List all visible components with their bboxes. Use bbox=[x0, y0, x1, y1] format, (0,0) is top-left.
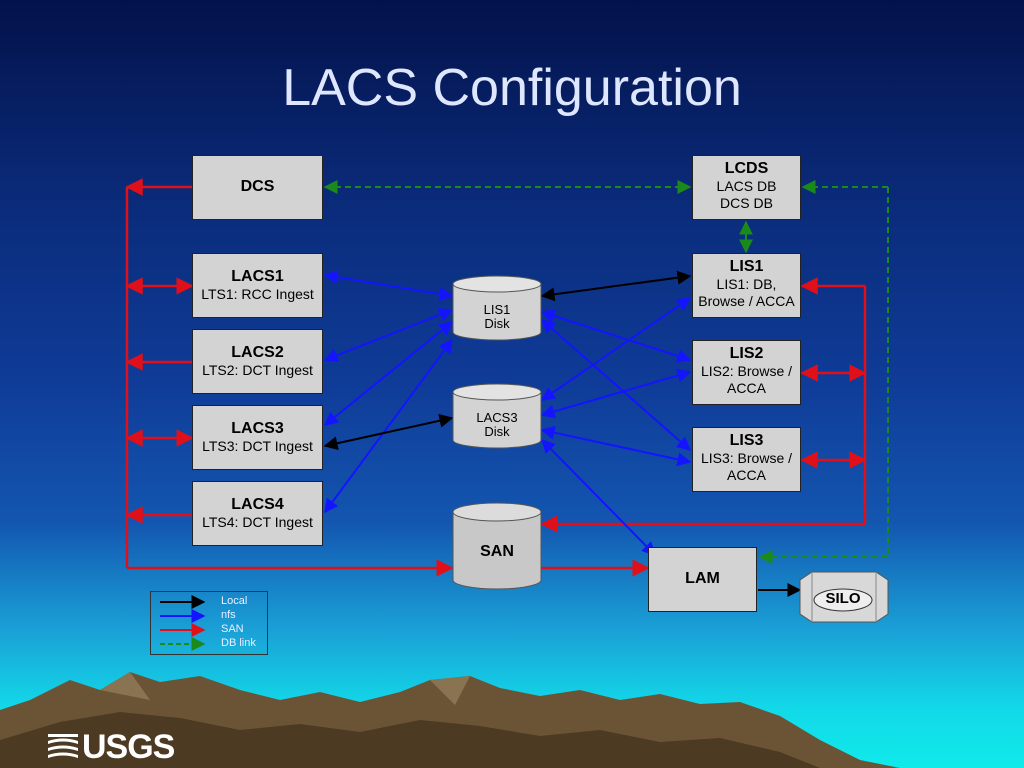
lacs1-desc: LTS1: RCC Ingest bbox=[201, 286, 314, 302]
lacs2-label: LACS2 bbox=[231, 344, 284, 361]
db-links bbox=[323, 180, 889, 564]
san-label: SAN bbox=[480, 543, 514, 560]
legend-db-link-label: DB link bbox=[221, 637, 256, 649]
lis1-disk-line2: Disk bbox=[484, 316, 510, 331]
lacs4-box: LACS4 LTS4: DCT Ingest bbox=[192, 481, 323, 546]
legend-nfs-label: nfs bbox=[221, 609, 236, 621]
local-links bbox=[323, 270, 802, 597]
legend-local-label: Local bbox=[221, 595, 248, 607]
lis2-line2: ACCA bbox=[727, 380, 766, 396]
lis2-line1: LIS2: Browse / bbox=[700, 363, 793, 379]
legend: Local nfs SAN DB link bbox=[150, 591, 268, 655]
lacs3-box: LACS3 LTS3: DCT Ingest bbox=[192, 405, 323, 470]
legend-san-label: SAN bbox=[221, 623, 244, 635]
lacs3-disk-cylinder bbox=[452, 383, 542, 449]
lis2-box: LIS2 LIS2: Browse / ACCA bbox=[692, 340, 801, 405]
lis1-disk-cylinder bbox=[452, 275, 542, 341]
dcs-label: DCS bbox=[240, 178, 275, 195]
silo-shape bbox=[799, 571, 889, 623]
lis1-line2: Browse / ACCA bbox=[698, 293, 795, 309]
lis1-disk-line1: LIS1 bbox=[483, 302, 511, 317]
page-title: LACS Configuration bbox=[282, 59, 742, 117]
lam-box: LAM bbox=[648, 547, 757, 612]
lis3-box: LIS3 LIS3: Browse / ACCA bbox=[692, 427, 801, 492]
lacs3-disk-label: LACS3 Disk bbox=[453, 411, 541, 439]
lis3-line2: ACCA bbox=[727, 467, 766, 483]
lcds-line2: DCS DB bbox=[720, 195, 773, 211]
lis1-disk-label: LIS1 Disk bbox=[453, 303, 541, 331]
lacs4-label: LACS4 bbox=[231, 496, 284, 513]
lacs2-box: LACS2 LTS2: DCT Ingest bbox=[192, 329, 323, 394]
lacs2-desc: LTS2: DCT Ingest bbox=[202, 362, 313, 378]
silo-label: SILO bbox=[825, 590, 861, 607]
lacs3-disk-line2: Disk bbox=[484, 424, 510, 439]
lcds-box: LCDS LACS DB DCS DB bbox=[692, 155, 801, 220]
legend-lines bbox=[160, 595, 206, 651]
san-links-left bbox=[125, 178, 650, 577]
lacs3-disk-line1: LACS3 bbox=[476, 410, 518, 425]
lacs3-desc: LTS3: DCT Ingest bbox=[202, 438, 313, 454]
lis1-line1: LIS1: DB, bbox=[716, 276, 777, 292]
lis3-label: LIS3 bbox=[729, 432, 764, 449]
lam-label: LAM bbox=[685, 570, 720, 587]
lacs1-label: LACS1 bbox=[231, 268, 284, 285]
lis3-line1: LIS3: Browse / bbox=[700, 450, 793, 466]
lacs4-desc: LTS4: DCT Ingest bbox=[202, 514, 313, 530]
dcs-box: DCS bbox=[192, 155, 323, 220]
lis1-box: LIS1 LIS1: DB, Browse / ACCA bbox=[692, 253, 801, 318]
lis1-label: LIS1 bbox=[729, 258, 764, 275]
lacs1-box: LACS1 LTS1: RCC Ingest bbox=[192, 253, 323, 318]
lcds-line1: LACS DB bbox=[716, 178, 777, 194]
lacs3-label: LACS3 bbox=[231, 420, 284, 437]
lis2-label: LIS2 bbox=[729, 345, 764, 362]
san-cylinder bbox=[452, 502, 542, 590]
lcds-label: LCDS bbox=[724, 160, 769, 177]
usgs-logo-text: USGS bbox=[82, 728, 175, 766]
